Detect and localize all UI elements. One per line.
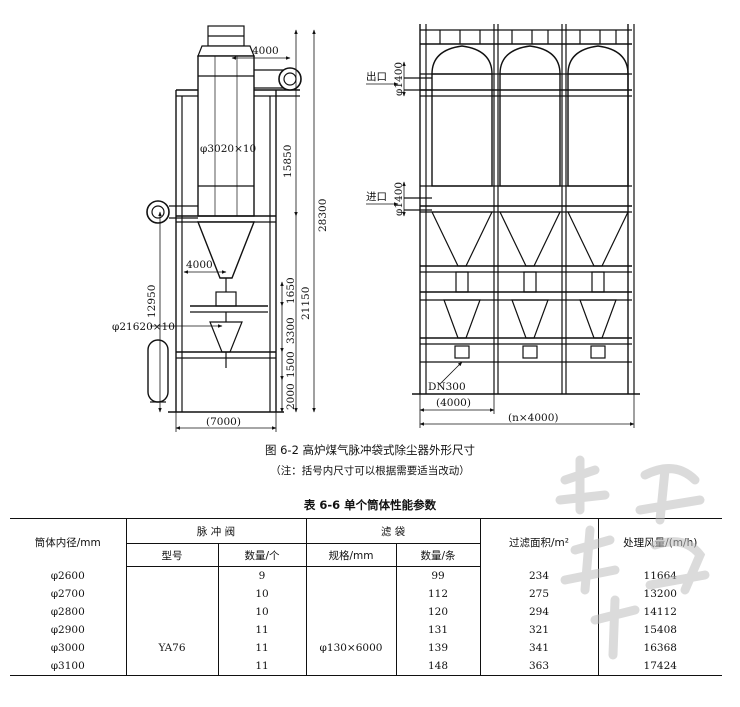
right-view-dimensions xyxy=(366,61,635,428)
table-title: 表 6-6 单个筒体性能参数 xyxy=(303,498,437,512)
unit-width-label: (4000) xyxy=(436,397,471,409)
dim-h3: 3300 xyxy=(285,317,297,344)
cell-volume: 17424 xyxy=(597,657,722,676)
cell-diameter: φ3000 xyxy=(50,642,85,654)
dim-total-b: 21150 xyxy=(300,287,312,320)
header-bag-count: 数量/条 xyxy=(395,543,480,567)
dim-h4: 1500 xyxy=(285,351,297,378)
dim-diameter: φ3020×10 xyxy=(200,143,256,155)
header-valve-count: 数量/个 xyxy=(217,543,306,567)
left-view-dimensions xyxy=(150,29,316,432)
cell-bags: 131 xyxy=(395,621,480,639)
header-valve-model: 型号 xyxy=(125,543,218,567)
cell-model xyxy=(125,603,218,621)
table-row: φ2700 10 112 275 13200 xyxy=(10,585,722,603)
cell-spec xyxy=(305,603,396,621)
cell-valves: 11 xyxy=(217,621,306,639)
cell-diameter: φ2900 xyxy=(50,624,85,636)
cell-bags: 120 xyxy=(395,603,480,621)
dim-base-diameter: φ21620×10 xyxy=(112,321,175,333)
cell-model: YA76 xyxy=(125,639,218,657)
cell-spec xyxy=(305,566,396,585)
cell-area: 341 xyxy=(479,639,598,657)
dim-base-width: (7000) xyxy=(206,416,241,428)
dim-h1: 15850 xyxy=(282,145,294,178)
cell-model xyxy=(125,585,218,603)
cell-bags: 148 xyxy=(395,657,480,676)
cell-model xyxy=(125,657,218,676)
cell-diameter: φ2600 xyxy=(50,569,85,582)
table-row: φ2600 9 99 234 11664 xyxy=(10,566,722,585)
cell-spec xyxy=(305,585,396,603)
figure-caption: 图 6-2 高炉煤气脉冲袋式除尘器外形尺寸 xyxy=(264,443,476,457)
dn-label: DN300 xyxy=(428,381,466,393)
cell-valves: 10 xyxy=(217,603,306,621)
cell-spec xyxy=(305,657,396,676)
header-diameter: 筒体内径/mm xyxy=(10,518,126,567)
inlet-size: φ1400 xyxy=(393,182,405,216)
filter-unit-3 xyxy=(567,45,629,359)
watermark-stamp-icon xyxy=(555,455,710,660)
cell-diameter: φ2700 xyxy=(50,588,85,600)
table-row: φ3100 11 148 363 17424 xyxy=(10,657,722,676)
cell-bags: 99 xyxy=(395,566,480,585)
header-filter-area: 过滤面积/m² xyxy=(479,518,598,567)
dim-top-width: 4000 xyxy=(252,45,279,57)
cell-bags: 139 xyxy=(395,639,480,657)
cell-valves: 10 xyxy=(217,585,306,603)
cell-volume: 13200 xyxy=(597,585,722,603)
cell-bags: 112 xyxy=(395,585,480,603)
dust-collector-drawing: 4000 φ3020×10 15850 28300 21150 4000 129… xyxy=(112,24,640,432)
filter-unit-2 xyxy=(499,45,561,359)
cell-area: 275 xyxy=(479,585,598,603)
table-row: φ3000 YA76 11 φ130×6000 139 341 16368 xyxy=(10,639,722,657)
filter-unit-1 xyxy=(431,45,493,359)
cell-area: 294 xyxy=(479,603,598,621)
cell-area: 321 xyxy=(479,621,598,639)
right-elevation-view xyxy=(404,24,640,395)
dim-cone-width: 4000 xyxy=(186,259,213,271)
cell-volume: 15408 xyxy=(597,621,722,639)
dim-total-a: 28300 xyxy=(317,199,329,232)
outlet-size: φ1400 xyxy=(393,62,405,96)
cell-volume: 16368 xyxy=(597,639,722,657)
cell-spec: φ130×6000 xyxy=(305,639,396,657)
cell-area: 363 xyxy=(479,657,598,676)
cell-valves: 11 xyxy=(217,657,306,676)
outlet-label: 出口 xyxy=(366,70,387,83)
header-bag-spec: 规格/mm xyxy=(305,543,396,567)
table-row: φ2900 11 131 321 15408 xyxy=(10,621,722,639)
cell-model xyxy=(125,621,218,639)
header-valve-group: 脉 冲 阀 xyxy=(125,518,306,544)
cell-valves: 11 xyxy=(217,639,306,657)
header-bag-group: 滤 袋 xyxy=(305,518,480,544)
figure-note: （注：括号内尺寸可以根据需要适当改动） xyxy=(270,465,470,477)
cell-model xyxy=(125,566,218,585)
dim-h2: 1650 xyxy=(285,277,297,304)
dim-h-left: 12950 xyxy=(146,285,158,318)
cell-spec xyxy=(305,621,396,639)
left-elevation-view xyxy=(146,25,302,413)
total-width-label: (n×4000) xyxy=(508,412,558,424)
cell-valves: 9 xyxy=(217,566,306,585)
cell-diameter: φ3100 xyxy=(10,657,126,676)
cell-diameter: φ2800 xyxy=(50,606,85,618)
dim-h5: 2000 xyxy=(285,383,297,410)
inlet-label: 进口 xyxy=(366,191,387,203)
